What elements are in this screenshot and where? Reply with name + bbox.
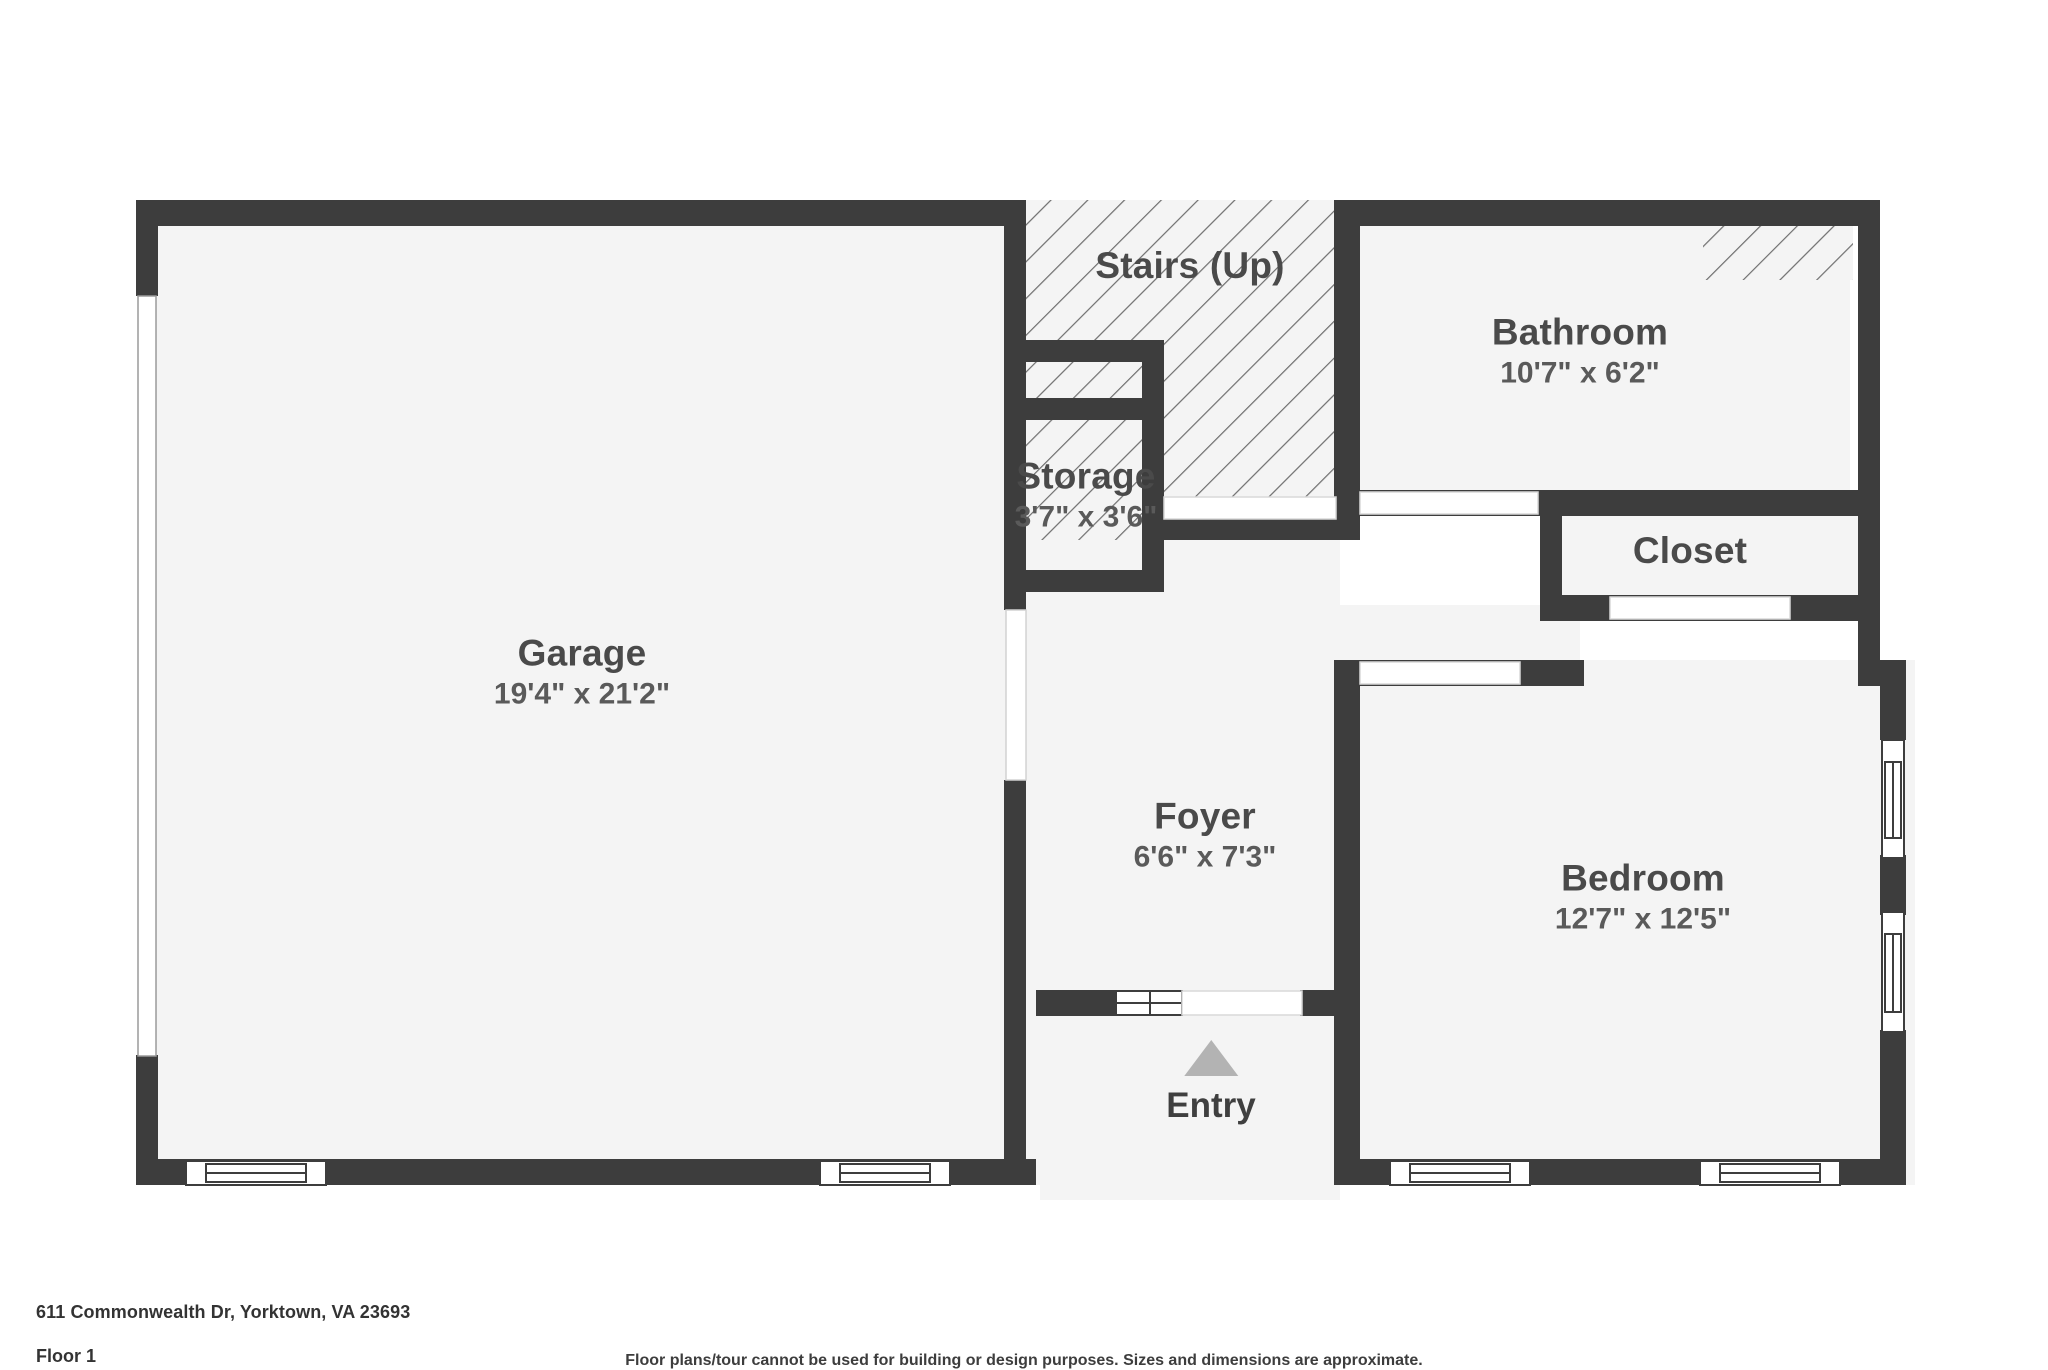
- wall-storage-bottom: [1004, 570, 1164, 592]
- window-foyer-sidelight: [1115, 990, 1183, 1016]
- window-garage-bottom-2: [819, 1160, 951, 1186]
- wall-right-mid: [1858, 500, 1880, 670]
- wall-stairs-bottom: [1164, 518, 1360, 540]
- wall-bedroom-left: [1334, 660, 1360, 1185]
- entry-label: Entry: [1166, 1086, 1256, 1125]
- opening-closet-door: [1609, 596, 1791, 620]
- opening-entry-door: [1181, 990, 1303, 1016]
- window-bedroom-right-1: [1881, 739, 1905, 859]
- wall-garage-right-b: [1004, 340, 1026, 610]
- closet-floor: [1540, 500, 1860, 605]
- property-address: 611 Commonwealth Dr, Yorktown, VA 23693: [36, 1302, 411, 1322]
- door-openings: [1005, 491, 1791, 1016]
- entry-marker: Entry: [1166, 1040, 1256, 1126]
- wall-storage-divider: [1004, 398, 1164, 420]
- wall-garage-top: [136, 200, 1004, 226]
- opening-stairs-passage: [1163, 496, 1337, 520]
- floor-label: Floor 1: [36, 1346, 97, 1366]
- triangle-up-icon: [1184, 1040, 1238, 1076]
- wall-stairs-right: [1334, 200, 1360, 540]
- garage-floor: [140, 200, 1040, 1185]
- wall-closet-top: [1540, 490, 1860, 516]
- wall-garage-left-lower: [136, 1055, 158, 1185]
- disclaimer-text: Floor plans/tour cannot be used for buil…: [625, 1352, 1423, 1369]
- wall-garage-right-a: [1004, 200, 1026, 340]
- wall-foyer-bottom-left: [1036, 990, 1116, 1016]
- window-garage-bottom-1: [185, 1160, 327, 1186]
- wall-foyer-bottom-right: [1300, 990, 1360, 1016]
- opening-bathroom-door: [1359, 491, 1539, 515]
- window-bedroom-bottom-2: [1699, 1160, 1841, 1186]
- wall-bathroom-top: [1334, 200, 1880, 226]
- opening-bedroom-door: [1359, 661, 1521, 685]
- wall-storage-right: [1142, 340, 1164, 590]
- wall-garage-left-upper: [136, 200, 158, 296]
- window-bedroom-bottom-1: [1389, 1160, 1531, 1186]
- windows: [137, 295, 1905, 1186]
- wall-garage-right-c: [1004, 780, 1026, 1185]
- wall-storage-top: [1004, 340, 1164, 362]
- opening-garage-to-foyer: [1005, 609, 1027, 781]
- wall-bedroom-right-b: [1880, 855, 1906, 915]
- bedroom-floor: [1340, 660, 1915, 1185]
- wall-bedroom-top-right: [1858, 660, 1906, 686]
- wall-closet-left: [1540, 490, 1562, 621]
- window-garage-left: [137, 295, 157, 1057]
- wall-right-upper: [1858, 200, 1880, 500]
- window-bedroom-right-2: [1881, 911, 1905, 1033]
